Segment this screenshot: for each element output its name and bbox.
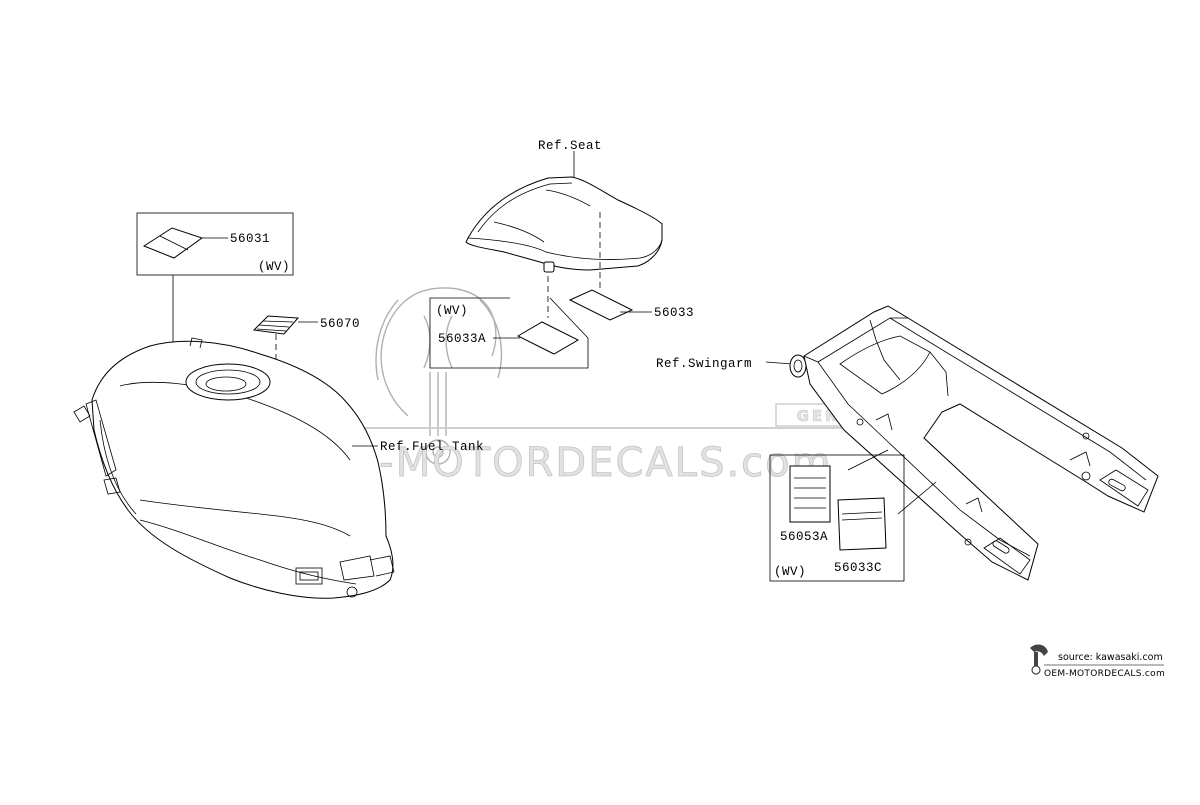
fuel-tank-illustration bbox=[73, 337, 395, 599]
source-logo-icon bbox=[1030, 644, 1048, 675]
source-credit: source: kawasaki.com OEM-MOTORDECALS.com bbox=[1030, 644, 1165, 679]
swingarm-decal-56053A bbox=[789, 465, 831, 523]
part-number-56070: 56070 bbox=[320, 317, 360, 331]
ref-seat-label: Ref.Seat bbox=[538, 139, 602, 153]
part-number-56033: 56033 bbox=[654, 306, 694, 320]
seat-wv-inset-box bbox=[429, 297, 589, 369]
source-credit-text: source: kawasaki.com bbox=[1058, 652, 1163, 663]
wv-label-swingarm: (WV) bbox=[774, 565, 806, 579]
wv-label-seat: (WV) bbox=[436, 304, 468, 318]
ref-swingarm-label: Ref.Swingarm bbox=[656, 357, 752, 371]
fuel-tank-wv-inset-box bbox=[136, 212, 294, 276]
seat-illustration bbox=[465, 151, 663, 318]
wv-label-tank: (WV) bbox=[258, 260, 290, 274]
part-number-56033C: 56033C bbox=[834, 561, 882, 575]
swingarm-decal-56033C bbox=[837, 497, 887, 551]
part-number-56031: 56031 bbox=[230, 232, 270, 246]
swingarm-wv-inset-box bbox=[769, 454, 905, 582]
tank-decal-56070 bbox=[252, 315, 318, 400]
ref-fuel-tank-label: Ref.Fuel Tank bbox=[380, 440, 484, 454]
part-number-56033A: 56033A bbox=[438, 332, 486, 346]
seat-decal-56033 bbox=[568, 289, 652, 321]
swingarm-illustration bbox=[789, 305, 1159, 581]
source-site-text: OEM-MOTORDECALS.com bbox=[1044, 669, 1165, 679]
part-number-56053A: 56053A bbox=[780, 530, 828, 544]
tank-decal-56031 bbox=[142, 227, 228, 259]
